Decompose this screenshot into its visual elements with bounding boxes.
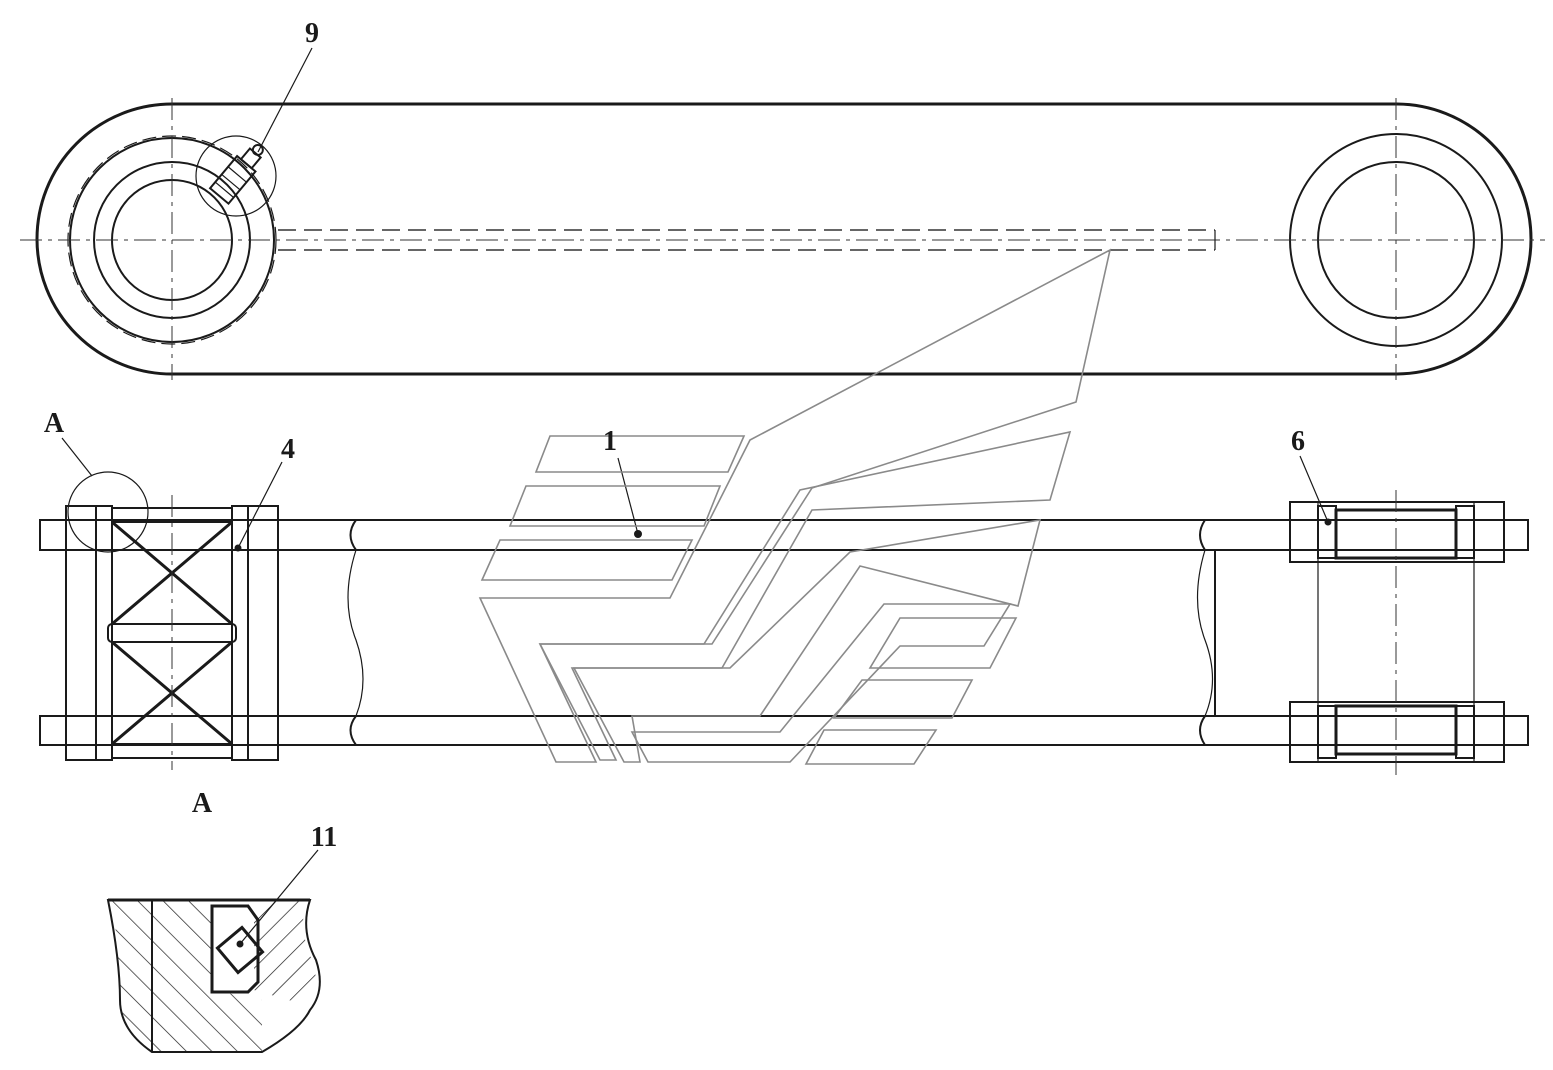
section-label-a-top: A xyxy=(44,408,65,439)
callout-6: 6 xyxy=(1291,426,1305,457)
right-bore-bottom xyxy=(1334,704,1458,756)
left-flange-hatch-bl xyxy=(39,715,67,746)
leader-a xyxy=(61,437,93,477)
tube-wall-hatch-left-top xyxy=(277,519,358,551)
logo-watermark xyxy=(478,248,1112,765)
detail-a-view xyxy=(106,849,321,1053)
callout-9: 9 xyxy=(305,18,319,49)
left-flange-hatch-tl xyxy=(39,519,67,551)
callout-11: 11 xyxy=(311,822,337,853)
right-flange-bottom xyxy=(1289,715,1529,746)
detail-a-outline xyxy=(106,899,321,1053)
left-flange-bottom xyxy=(39,715,279,746)
right-bushing-bottom-left xyxy=(1317,705,1337,759)
leader-6-dot xyxy=(1324,518,1332,526)
seal-ring xyxy=(215,925,265,975)
tube-wall-hatch-right-top xyxy=(1199,519,1291,551)
break-line-right xyxy=(1196,549,1214,717)
right-boss-hatch-tl xyxy=(1289,501,1319,563)
break-line-left xyxy=(347,549,364,717)
tube-wall-hatch-right-bottom xyxy=(1199,715,1291,746)
leader-6 xyxy=(1299,455,1329,523)
callout-4: 4 xyxy=(281,434,295,465)
left-bushing-left xyxy=(95,505,113,761)
right-boss-hatch-tr xyxy=(1473,501,1505,563)
leader-9 xyxy=(257,47,313,153)
leader-1 xyxy=(617,457,639,535)
tube-wall-hatch-left-bottom xyxy=(277,715,359,746)
section-view xyxy=(39,437,1529,775)
right-bushing-bottom-right xyxy=(1455,705,1475,759)
leader-4 xyxy=(237,461,283,549)
section-label-a-bottom: A xyxy=(192,788,213,819)
right-boss-hatch-br xyxy=(1473,701,1505,763)
seal-groove xyxy=(210,904,260,994)
right-flange-hatch-tr xyxy=(1503,519,1529,551)
leader-4-dot xyxy=(234,544,242,552)
detail-a-circle xyxy=(67,471,149,553)
callout-1: 1 xyxy=(603,426,617,457)
detail-a-hatch-bushing xyxy=(254,900,316,1005)
right-flange-hatch-br xyxy=(1503,715,1529,746)
fitting-detail-circle xyxy=(195,135,277,217)
leader-1-dot xyxy=(634,530,642,538)
leader-11-dot xyxy=(236,940,244,948)
detail-a-hatch-housing xyxy=(112,900,262,1052)
grease-fitting xyxy=(208,143,264,206)
left-boss-wall-right xyxy=(247,505,279,761)
right-boss-hatch-bl xyxy=(1289,701,1319,763)
top-view xyxy=(20,47,1545,380)
left-boss-wall-left xyxy=(65,505,97,761)
leader-11 xyxy=(239,849,319,945)
